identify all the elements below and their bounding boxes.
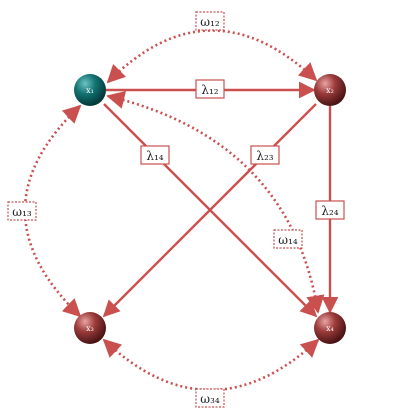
label-omega14: ω₁₄ bbox=[273, 229, 303, 249]
label-lambda12: λ₁₂ bbox=[195, 79, 225, 99]
label-lambda14: λ₁₄ bbox=[140, 145, 170, 165]
node-x2-label: x₂ bbox=[326, 86, 334, 95]
node-x4-label: x₄ bbox=[326, 324, 334, 333]
label-omega12: ω₁₂ bbox=[195, 11, 225, 31]
label-omega12-text: ω₁₂ bbox=[200, 15, 220, 29]
label-lambda14-text: λ₁₄ bbox=[146, 149, 163, 163]
label-lambda24: λ₂₄ bbox=[315, 200, 345, 220]
edge-omega12 bbox=[106, 29, 318, 84]
node-x3-label: x₃ bbox=[86, 324, 94, 333]
node-x1: x₁ bbox=[74, 74, 106, 106]
label-lambda12-text: λ₁₂ bbox=[201, 83, 218, 97]
label-lambda23: λ₂₃ bbox=[250, 145, 280, 165]
node-x2: x₂ bbox=[314, 74, 346, 106]
label-omega13: ω₁₃ bbox=[7, 201, 37, 221]
label-omega14-text: ω₁₄ bbox=[278, 233, 298, 247]
label-lambda23-text: λ₂₃ bbox=[256, 149, 273, 163]
label-omega34: ω₃₄ bbox=[195, 388, 225, 408]
node-x3: x₃ bbox=[74, 312, 106, 344]
label-omega34-text: ω₃₄ bbox=[200, 392, 220, 406]
label-lambda24-text: λ₂₄ bbox=[321, 204, 338, 218]
label-omega13-text: ω₁₃ bbox=[12, 205, 32, 219]
node-x1-label: x₁ bbox=[86, 86, 94, 95]
edge-omega34 bbox=[102, 338, 320, 392]
edge-lambda23 bbox=[102, 103, 317, 318]
node-x4: x₄ bbox=[314, 312, 346, 344]
